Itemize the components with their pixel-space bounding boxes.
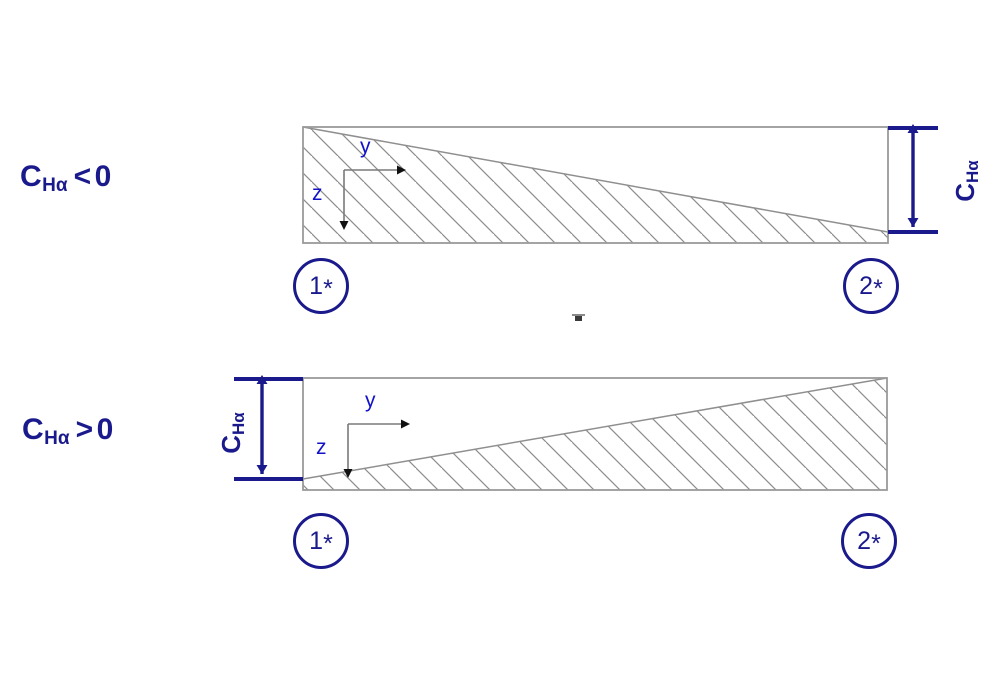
station-number: 1 [309,526,324,555]
center-artifact-mark [572,314,585,321]
station-marker-1-positive: 1* [293,513,349,569]
condition-value: 0 [94,160,112,193]
dimension-negative [888,124,938,234]
dimension-label-negative: CHα [950,146,982,216]
station-marker-2-positive: 2* [841,513,897,569]
coordinate-axes-positive [343,419,410,478]
coordinate-axes-negative [339,165,406,230]
dimension-subscript: Hα [963,160,982,183]
condition-label-negative: CHα<0 [20,160,112,196]
dimension-subscript: Hα [229,412,248,435]
wedge-positive [303,378,887,490]
condition-symbol: C [22,413,45,446]
station-marker-1-negative: 1* [293,258,349,314]
station-star: * [873,274,883,303]
station-number: 2 [859,271,874,300]
station-star: * [323,274,333,303]
station-number: 2 [857,526,872,555]
condition-label-positive: CHα>0 [22,413,114,449]
condition-subscript: Hα [42,175,68,196]
axis-label-z-negative: z [312,182,323,205]
section-outline-negative [302,126,889,244]
axis-label-z-positive: z [316,436,327,459]
condition-operator: < [73,160,92,193]
dimension-label-positive: CHα [216,398,248,468]
condition-value: 0 [96,413,114,446]
axis-label-y-positive: y [365,389,376,412]
dimension-positive [234,375,303,481]
condition-symbol: C [20,160,43,193]
wedge-slope-line-positive [302,377,888,480]
condition-operator: > [75,413,94,446]
station-marker-2-negative: 2* [843,258,899,314]
panel-negative-camber [302,124,938,244]
section-outline-positive [302,377,888,491]
wedge-negative [303,127,888,243]
station-star: * [323,529,333,558]
panel-positive-camber [234,375,888,491]
dimension-symbol: C [950,182,980,202]
axis-label-y-negative: y [360,135,371,158]
dimension-symbol: C [216,434,246,454]
station-star: * [871,529,881,558]
condition-subscript: Hα [44,428,70,449]
station-number: 1 [309,271,324,300]
wedge-slope-line-negative [302,126,889,233]
